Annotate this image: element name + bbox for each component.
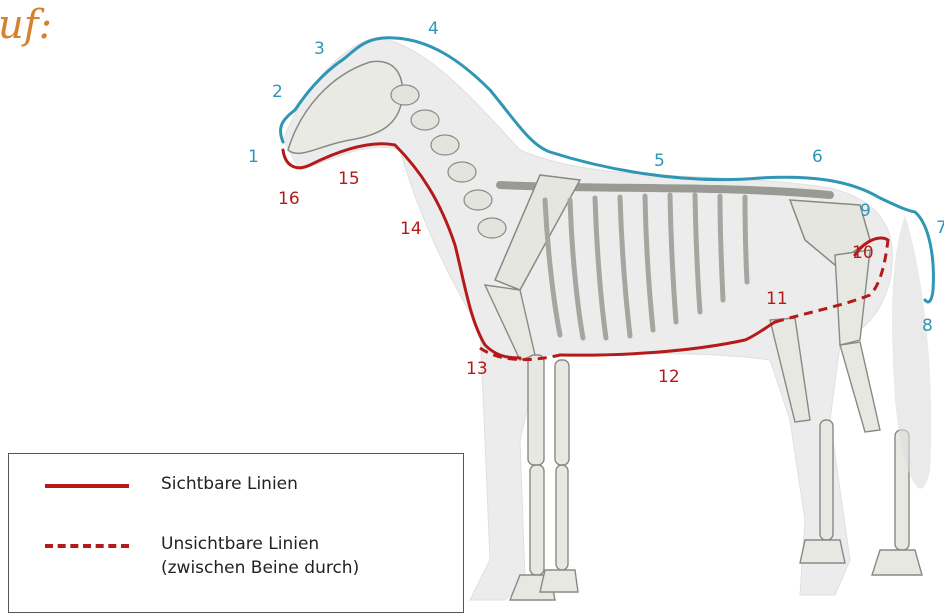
label-3: 3 xyxy=(314,39,325,59)
label-16: 16 xyxy=(278,189,300,209)
label-11: 11 xyxy=(766,289,788,309)
label-14: 14 xyxy=(400,219,422,239)
label-13: 13 xyxy=(466,359,488,379)
label-2: 2 xyxy=(272,82,283,102)
label-4: 4 xyxy=(428,19,439,39)
legend-hidden-sublabel: (zwischen Beine durch) xyxy=(161,556,359,580)
label-15: 15 xyxy=(338,169,360,189)
label-12: 12 xyxy=(658,367,680,387)
dashed-line-swatch xyxy=(45,544,129,548)
label-9: 9 xyxy=(860,201,871,221)
legend-hidden-label: Unsichtbare Linien xyxy=(161,532,319,556)
legend: Sichtbare Linien Unsichtbare Linien (zwi… xyxy=(8,453,464,613)
label-1: 1 xyxy=(248,147,259,167)
label-10: 10 xyxy=(852,243,874,263)
label-5: 5 xyxy=(654,151,665,171)
legend-visible-label: Sichtbare Linien xyxy=(161,472,298,496)
label-7: 7 xyxy=(936,218,944,238)
solid-line-swatch xyxy=(45,484,129,488)
label-8: 8 xyxy=(922,316,933,336)
label-6: 6 xyxy=(812,147,823,167)
